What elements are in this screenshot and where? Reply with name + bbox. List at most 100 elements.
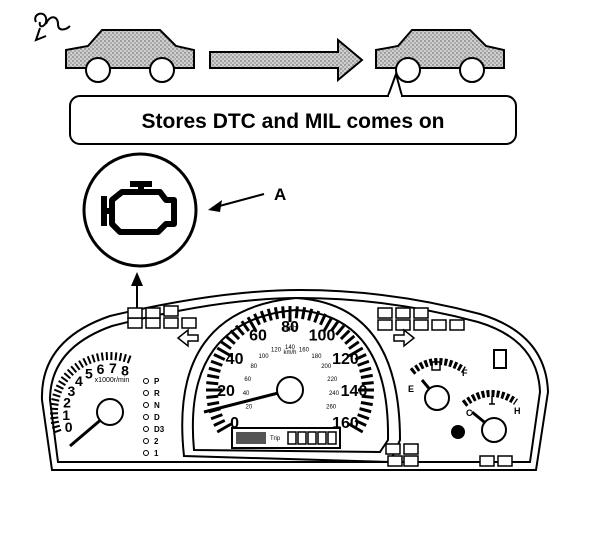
speedo-tick: [208, 366, 221, 373]
tach-minor-tick: [52, 393, 61, 398]
tach-minor-tick: [50, 420, 60, 425]
gear-label: 1: [154, 449, 159, 458]
speedo-kmh-label: 140: [285, 345, 296, 351]
speedo-tick: [359, 366, 372, 373]
tach-minor-tick: [74, 362, 81, 371]
speedo-tick: [207, 401, 220, 407]
warning-lamp-icon: [413, 319, 429, 331]
gear-label: 2: [154, 437, 159, 446]
tach-minor-tick: [70, 365, 78, 374]
speedo-mph-unit: mph: [283, 325, 297, 332]
speedo-mph-label: 140: [341, 383, 368, 400]
speedo-mph-label: 100: [309, 328, 336, 345]
speedo-tick: [348, 422, 364, 434]
speedo-mph-label: 120: [332, 351, 359, 368]
tach-tick-label: 6: [97, 361, 105, 377]
tach-minor-tick: [58, 380, 66, 387]
tach-minor-tick: [100, 352, 104, 361]
warning-lamp-icon: [413, 307, 429, 319]
warning-lamp-icon: [403, 443, 419, 455]
warning-lamp-icon: [385, 443, 401, 455]
speedo-kmh-label: 20: [246, 405, 253, 411]
caption-box: Stores DTC and MIL comes on: [69, 70, 517, 145]
turn-left-icon: [176, 328, 199, 348]
speedo-tick: [344, 334, 356, 345]
speedo-tick: [206, 381, 219, 386]
cluster-knob: [451, 425, 465, 439]
speedo-tick: [246, 316, 258, 332]
speedo-tick: [229, 329, 241, 341]
speedo-kmh-label: 220: [327, 377, 338, 383]
warning-lamp-icon: [145, 317, 161, 329]
exhaust-squiggle-icon: [34, 12, 71, 42]
gear-dot: [143, 378, 149, 384]
speedo-kmh-label: 60: [244, 377, 251, 383]
warning-lamp-icon: [479, 455, 495, 467]
temp-hot-label: H: [514, 406, 521, 416]
speedo-kmh-label: 100: [259, 354, 270, 360]
speedo-tick: [319, 313, 327, 326]
tach-minor-tick: [91, 354, 96, 363]
speedo-tick: [294, 306, 299, 319]
speedo-tick: [339, 329, 351, 341]
warning-lamp-icon: [431, 319, 447, 331]
gear-dot: [143, 414, 149, 420]
tach-minor-tick: [51, 424, 61, 429]
gear-dot: [143, 390, 149, 396]
speedo-tick: [357, 413, 370, 421]
warning-lamp-icon: [127, 317, 143, 329]
speedo-tick: [335, 324, 346, 336]
coolant-temp-icon: [489, 396, 495, 405]
speedo-tick: [240, 320, 250, 332]
speedo-kmh-label: 160: [299, 347, 310, 353]
progress-arrow-icon: [209, 37, 364, 83]
tach-minor-tick: [96, 353, 100, 362]
speedo-mph-label: 0: [230, 415, 239, 432]
speedo-hub: [276, 376, 304, 404]
speedo-tick: [216, 422, 232, 434]
gear-dot: [143, 450, 149, 456]
tach-tick-label: 7: [109, 360, 117, 376]
speedo-tick: [281, 306, 286, 319]
tach-minor-tick: [51, 398, 60, 402]
warning-lamp-icon: [395, 307, 411, 319]
speedo-mph-label: 60: [249, 328, 267, 345]
speedo-mph-label: 20: [217, 383, 235, 400]
speedo-tick: [307, 308, 314, 321]
tach-tick-label: 1: [62, 407, 70, 423]
speedo-tick: [348, 346, 364, 358]
warning-lamp-icon: [387, 455, 403, 467]
tach-minor-tick: [50, 416, 59, 420]
speedo-kmh-label: 180: [311, 354, 322, 360]
speedo-tick: [216, 346, 232, 358]
speedo-tick: [234, 324, 245, 336]
speedo-kmh-label: 200: [321, 364, 332, 370]
fuel-full-label: F: [462, 368, 468, 378]
gear-label: D3: [154, 425, 165, 434]
temp-gauge: C H: [461, 390, 521, 443]
warning-lamp-icon: [377, 319, 393, 331]
speedo-tick: [206, 394, 219, 399]
warning-lamp-icon: [145, 307, 161, 319]
speedo-needle: [203, 388, 291, 414]
speedo-kmh-unit: km/h: [283, 350, 296, 356]
odometer-trip-label: Trip: [270, 436, 281, 442]
tach-hub: [96, 398, 124, 426]
tach-tick-label: 3: [68, 383, 76, 399]
warning-lamp-icon: [127, 307, 143, 319]
mil-magnifier: [82, 152, 198, 268]
speedo-tick: [220, 340, 232, 350]
callout-a: A: [208, 185, 286, 212]
gear-label: R: [154, 389, 160, 398]
warning-lamp-icon: [377, 307, 393, 319]
speedo-tick: [210, 413, 223, 421]
tach-minor-tick: [50, 402, 59, 406]
warning-lamp-icon: [497, 455, 513, 467]
tach-minor-tick: [66, 368, 74, 376]
tach-minor-tick: [122, 353, 127, 363]
speedo-tick: [273, 307, 279, 320]
caption-text: Stores DTC and MIL comes on: [142, 110, 445, 133]
